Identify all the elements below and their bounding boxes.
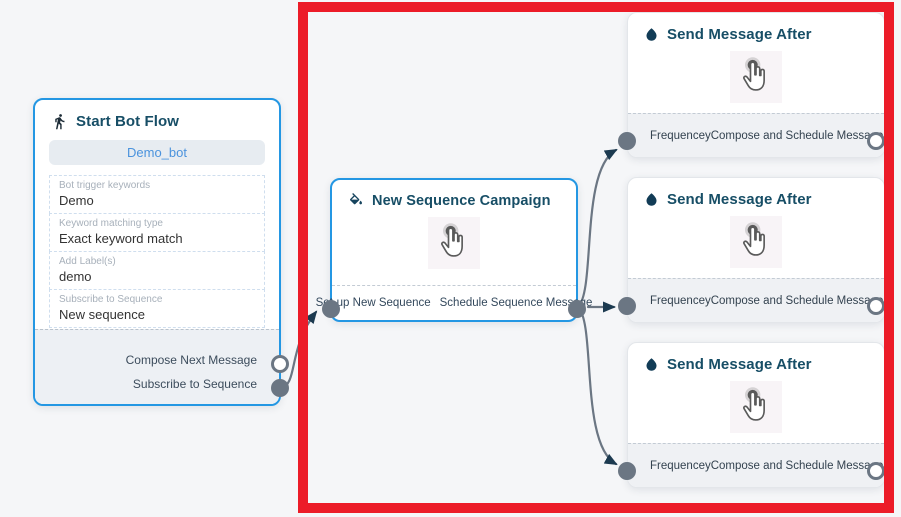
edge-sequence-to-send-1 <box>576 148 618 309</box>
port-frequencey-input[interactable] <box>618 462 636 480</box>
output-label-compose-and-schedule: Compose and Schedule Message <box>710 459 884 472</box>
field-subscribe-to-sequence[interactable]: Subscribe to Sequence New sequence <box>49 289 265 328</box>
port-label-schedule-sequence-message: Schedule Sequence Message <box>439 297 593 309</box>
sequence-node-header: New Sequence Campaign <box>332 180 576 213</box>
send-node-footer: Frequencey Compose and Schedule Message <box>628 278 884 322</box>
hand-cursor-icon <box>743 222 765 256</box>
edge-sequence-to-send-3 <box>576 305 618 466</box>
port-schedule-sequence-message-output[interactable] <box>568 300 586 318</box>
output-label-subscribe-to-sequence: Subscribe to Sequence <box>132 377 257 391</box>
start-node-header: Start Bot Flow <box>35 100 279 134</box>
sequence-node-title: New Sequence Campaign <box>372 193 551 209</box>
send-node-click-area[interactable] <box>730 216 782 268</box>
input-label-frequencey: Frequencey <box>650 129 711 142</box>
hand-cursor-icon <box>743 387 765 421</box>
field-label: Subscribe to Sequence <box>59 294 163 305</box>
node-send-message-after-1[interactable]: Send Message After Frequencey Compose an… <box>618 12 885 158</box>
output-label-compose-next-message: Compose Next Message <box>125 353 257 367</box>
water-drop-icon <box>644 357 659 372</box>
port-compose-schedule-output[interactable] <box>867 132 885 150</box>
hand-cursor-icon <box>743 57 765 91</box>
paint-bucket-drop-icon <box>348 193 364 209</box>
bot-name-chip[interactable]: Demo_bot <box>49 140 265 165</box>
field-value: Exact keyword match <box>59 231 183 246</box>
send-node-click-area[interactable] <box>730 381 782 433</box>
send-node-header: Send Message After <box>628 343 884 377</box>
port-compose-next-message[interactable] <box>271 355 289 373</box>
port-subscribe-to-sequence[interactable] <box>271 379 289 397</box>
port-label-setup-new-sequence: Set-up New Sequence <box>315 297 431 309</box>
start-node-title: Start Bot Flow <box>76 113 180 130</box>
node-start-bot-flow[interactable]: Start Bot Flow Demo_bot Bot trigger keyw… <box>33 98 289 406</box>
send-node-click-area[interactable] <box>730 51 782 103</box>
send-node-header: Send Message After <box>628 178 884 212</box>
start-node-fields: Bot trigger keywords Demo Keyword matchi… <box>49 175 265 328</box>
field-label: Add Label(s) <box>59 256 116 267</box>
send-node-title: Send Message After <box>667 191 812 208</box>
node-send-message-after-3[interactable]: Send Message After Frequencey Compose an… <box>618 342 885 488</box>
sequence-node-click-area[interactable] <box>428 217 480 269</box>
port-frequencey-input[interactable] <box>618 297 636 315</box>
port-frequencey-input[interactable] <box>618 132 636 150</box>
field-value: New sequence <box>59 307 145 322</box>
output-label-compose-and-schedule: Compose and Schedule Message <box>710 129 884 142</box>
send-node-footer: Frequencey Compose and Schedule Message <box>628 443 884 487</box>
field-value: Demo <box>59 193 94 208</box>
field-keyword-matching-type[interactable]: Keyword matching type Exact keyword matc… <box>49 213 265 252</box>
node-new-sequence-campaign[interactable]: New Sequence Campaign Set-up New Sequenc… <box>316 178 592 322</box>
input-label-frequencey: Frequencey <box>650 459 711 472</box>
port-compose-schedule-output[interactable] <box>867 462 885 480</box>
port-compose-schedule-output[interactable] <box>867 297 885 315</box>
field-label: Bot trigger keywords <box>59 180 151 191</box>
send-node-footer: Frequencey Compose and Schedule Message <box>628 113 884 157</box>
input-label-frequencey: Frequencey <box>650 294 711 307</box>
water-drop-icon <box>644 27 659 42</box>
walking-person-icon <box>51 113 68 130</box>
send-node-header: Send Message After <box>628 13 884 47</box>
port-setup-new-sequence-input[interactable] <box>322 300 340 318</box>
send-node-title: Send Message After <box>667 26 812 43</box>
edge-start-to-sequence <box>280 310 318 390</box>
node-send-message-after-2[interactable]: Send Message After Frequencey Compose an… <box>618 177 885 323</box>
field-value: demo <box>59 269 92 284</box>
start-node-footer: Compose Next Message Subscribe to Sequen… <box>35 329 279 404</box>
field-bot-trigger-keywords[interactable]: Bot trigger keywords Demo <box>49 175 265 214</box>
field-label: Keyword matching type <box>59 218 163 229</box>
send-node-title: Send Message After <box>667 356 812 373</box>
output-label-compose-and-schedule: Compose and Schedule Message <box>710 294 884 307</box>
water-drop-icon <box>644 192 659 207</box>
sequence-node-footer: Set-up New Sequence Schedule Sequence Me… <box>316 285 592 320</box>
hand-cursor-icon <box>441 223 463 257</box>
field-add-labels[interactable]: Add Label(s) demo <box>49 251 265 290</box>
